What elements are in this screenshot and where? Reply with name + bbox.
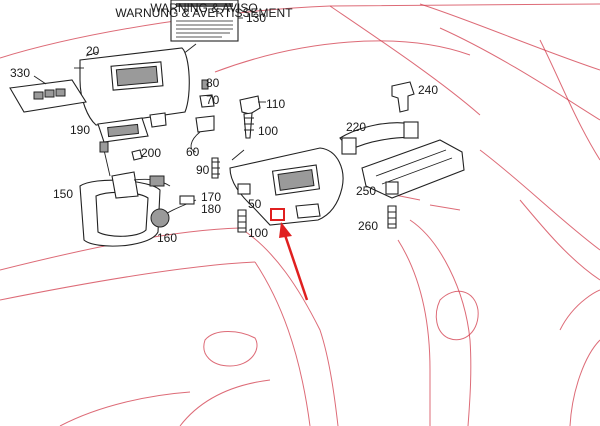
part-label: 250 [356, 184, 376, 198]
part-label: 80 [206, 76, 220, 90]
right-sun-visor-part [229, 147, 344, 233]
bracket-part [361, 139, 465, 229]
part-label: 170 [201, 190, 221, 204]
left-sun-visor-part [79, 47, 190, 128]
highlight-box [270, 208, 285, 221]
part-label: 330 [10, 66, 30, 80]
part-label: 190 [70, 123, 90, 137]
part-label: 20 [86, 44, 100, 58]
highlight-marker [270, 208, 309, 301]
part-label: 160 [157, 231, 177, 245]
part-label: 150 [53, 187, 73, 201]
highlight-arrow-head [279, 222, 292, 238]
highlight-arrow-shaft [282, 231, 309, 301]
part-label: 70 [206, 93, 220, 107]
part-label: 90 [196, 163, 210, 177]
part-label: 180 [201, 202, 221, 216]
warning-label-part: WARNING & AVISO WARNUNG & AVERTISSEMENT [115, 0, 293, 73]
part-label: 130 [246, 11, 266, 25]
warning-label-lines [176, 20, 233, 38]
part-label: 240 [418, 83, 438, 97]
part-label: 220 [346, 120, 366, 134]
part-label: 100 [258, 124, 278, 138]
part-label: 260 [358, 219, 378, 233]
part-label: 200 [141, 146, 161, 160]
part-label: 60 [186, 145, 200, 159]
small-parts-center [97, 79, 266, 179]
part-label: 100 [248, 226, 268, 240]
car-body-outline [0, 3, 600, 426]
part-number-labels: 130 20 330 80 70 110 100 190 60 200 90 1… [10, 11, 438, 245]
part-label: 110 [266, 97, 285, 111]
interior-light-part [79, 141, 197, 247]
clip-part [391, 81, 415, 113]
warning-label-text-2: WARNUNG & AVERTISSEMENT [115, 6, 293, 20]
warning-label-text-1: WARNING & AVISO [150, 1, 257, 15]
vanity-mirror-left-part [9, 67, 87, 113]
grab-handle-part [339, 121, 419, 155]
part-label: 50 [248, 197, 262, 211]
